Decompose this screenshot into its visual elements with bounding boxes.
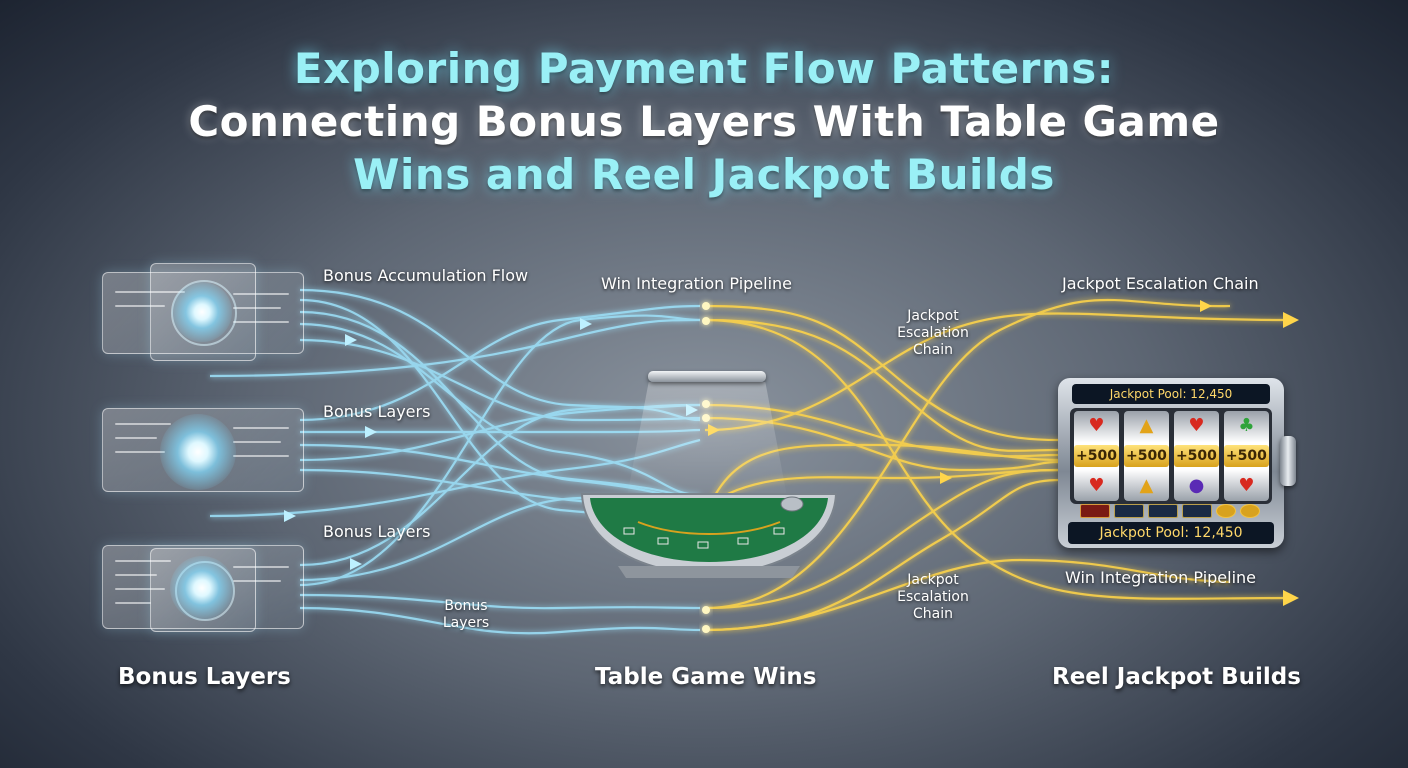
grape-icon: ● [1188, 475, 1205, 496]
label-bonus-accumulation-flow: Bonus Accumulation Flow [323, 266, 529, 285]
reel-value: +500 [1123, 445, 1169, 467]
section-label-right: Reel Jackpot Builds [1052, 664, 1301, 690]
win-flow-arrows [708, 300, 1299, 606]
cherry-icon: ♥ [1088, 415, 1105, 436]
reel-window: ♥ +500 ♥ ▲ +500 ▲ ♥ +500 ● ♣ +500 ♥ [1070, 408, 1272, 504]
label-win-integration-top: Win Integration Pipeline [601, 274, 793, 293]
clover-icon: ♣ [1238, 415, 1255, 436]
bell-icon: ▲ [1139, 475, 1154, 496]
label-bonus-layers-mid: Bonus Layers [323, 402, 431, 421]
blackjack-table [580, 493, 838, 578]
title-line-1: Exploring Payment Flow Patterns: [293, 44, 1115, 93]
label-bonus-layers-bottom: Bonus Layers [442, 598, 490, 631]
cherry-icon: ♥ [1238, 475, 1255, 496]
win-flow-lines [704, 298, 1291, 632]
slot-button-row [1080, 504, 1260, 518]
label-bonus-layers-lower: Bonus Layers [323, 522, 431, 541]
reel-4: ♣ +500 ♥ [1223, 411, 1269, 501]
reel-1: ♥ +500 ♥ [1074, 411, 1119, 501]
slot-lever-knob [1280, 436, 1296, 486]
slot-button [1182, 504, 1212, 518]
label-jackpot-escalation-right: Jackpot Escalation Chain [1062, 274, 1259, 293]
label-jackpot-escalation-lower: Jackpot Escalation Chain [897, 572, 969, 622]
cherry-icon: ♥ [1188, 415, 1205, 436]
reel-3: ♥ +500 ● [1173, 411, 1219, 501]
spotlight-lamp [648, 371, 766, 382]
reel-value: +500 [1173, 445, 1219, 467]
slot-button [1080, 504, 1110, 518]
slot-machine: Jackpot Pool: 12,450 ♥ +500 ♥ ▲ +500 ▲ ♥… [1058, 378, 1296, 548]
slot-button [1240, 504, 1260, 518]
label-win-integration-right: Win Integration Pipeline [1065, 568, 1257, 587]
bonus-flow-arrows [284, 318, 698, 570]
reel-2: ▲ +500 ▲ [1123, 411, 1169, 501]
cherry-icon: ♥ [1088, 475, 1105, 496]
spotlight-beam [626, 382, 788, 502]
bonus-orb-2 [160, 414, 236, 490]
jackpot-pool-top-display: Jackpot Pool: 12,450 [1072, 384, 1270, 404]
diagram-title: Exploring Payment Flow Patterns: Connect… [0, 42, 1408, 201]
reel-value: +500 [1223, 445, 1269, 467]
section-label-center: Table Game Wins [595, 664, 817, 690]
label-jackpot-escalation-upper: Jackpot Escalation Chain [897, 308, 969, 358]
slot-button [1148, 504, 1178, 518]
title-line-3: Wins and Reel Jackpot Builds [353, 150, 1055, 199]
slot-button [1216, 504, 1236, 518]
slot-button [1114, 504, 1144, 518]
bonus-orb-1 [172, 282, 232, 342]
bonus-orb-3 [170, 556, 234, 620]
section-label-left: Bonus Layers [118, 664, 291, 690]
title-line-2: Connecting Bonus Layers With Table Game [188, 97, 1220, 146]
jackpot-pool-bottom-display: Jackpot Pool: 12,450 [1068, 522, 1274, 544]
reel-value: +500 [1074, 445, 1119, 467]
bell-icon: ▲ [1139, 415, 1154, 436]
